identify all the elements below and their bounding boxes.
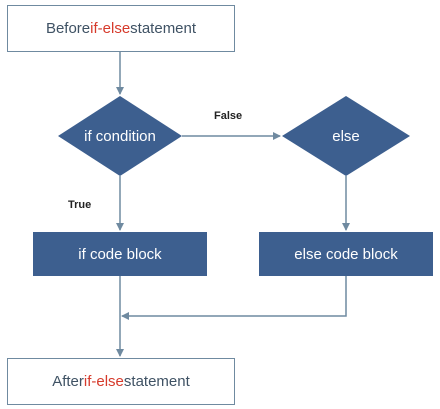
end-node: After if-else statement: [7, 358, 235, 405]
else-label: else: [332, 127, 360, 145]
start-node-keyword: if-else: [90, 20, 131, 37]
if-condition-label: if condition: [84, 127, 156, 145]
arrow-else-block-merge: [121, 276, 347, 320]
else-diamond: [282, 96, 410, 176]
end-node-keyword: if-else: [83, 373, 124, 390]
false-edge-label: False: [214, 110, 243, 122]
if-condition-diamond: [58, 96, 182, 176]
true-edge-label: True: [68, 199, 92, 211]
end-node-suffix: statement: [123, 373, 190, 390]
else-code-block: else code block: [259, 232, 433, 276]
start-node: Before if-else statement: [7, 5, 235, 52]
end-node-prefix: After: [52, 373, 84, 390]
if-code-block: if code block: [33, 232, 207, 276]
start-node-prefix: Before: [45, 20, 91, 37]
start-node-suffix: statement: [130, 20, 197, 37]
